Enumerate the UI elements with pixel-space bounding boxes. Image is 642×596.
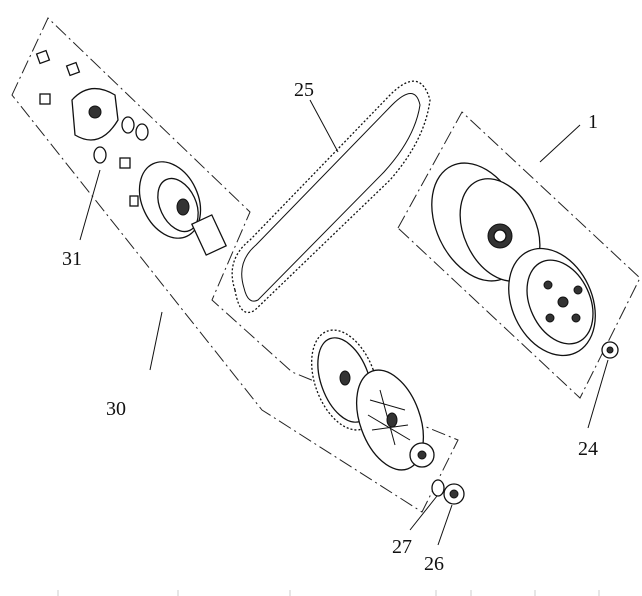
leader-27 bbox=[409, 495, 438, 531]
label-1: 1 bbox=[588, 111, 598, 133]
leader-26 bbox=[437, 504, 453, 546]
leader-31 bbox=[79, 169, 101, 241]
bottom-tick-marks bbox=[57, 590, 600, 596]
leader-25 bbox=[309, 99, 339, 153]
label-25: 25 bbox=[294, 79, 314, 101]
leader-1 bbox=[539, 124, 581, 163]
ramp-plate bbox=[71, 88, 119, 141]
drive-hub bbox=[409, 442, 435, 468]
drive-belt bbox=[231, 80, 431, 314]
leader-30 bbox=[149, 311, 163, 371]
drive-nut bbox=[443, 483, 465, 505]
slider-pieces bbox=[35, 49, 139, 207]
movable-drive-face bbox=[138, 161, 202, 239]
drive-face-boss bbox=[190, 214, 228, 256]
group-30-boundary bbox=[11, 17, 459, 513]
clutch-nut bbox=[601, 341, 619, 359]
fixed-drive-face-fan bbox=[356, 369, 424, 471]
label-31: 31 bbox=[62, 248, 82, 270]
label-24: 24 bbox=[578, 438, 598, 460]
leader-24 bbox=[587, 359, 609, 429]
rollers bbox=[93, 116, 149, 164]
label-27: 27 bbox=[392, 536, 412, 558]
label-26: 26 bbox=[424, 553, 444, 575]
washer bbox=[431, 479, 445, 497]
label-30: 30 bbox=[106, 398, 126, 420]
clutch-bell bbox=[508, 247, 596, 357]
